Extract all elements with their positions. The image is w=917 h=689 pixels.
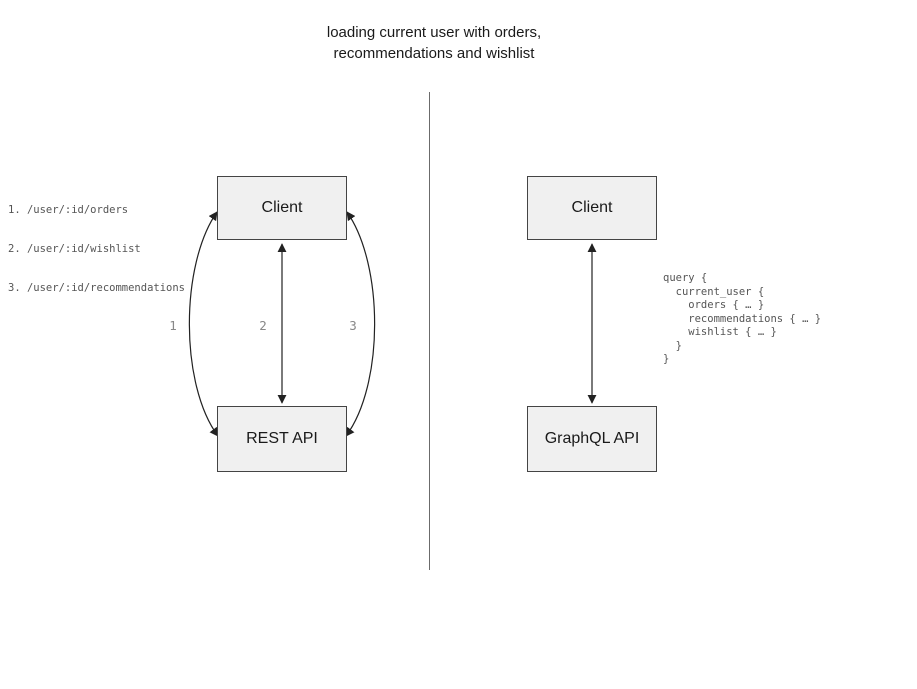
graphql-client-box: Client [527, 176, 657, 240]
rest-arrow-label-3: 3 [349, 318, 357, 333]
diagram-title-line1: loading current user with orders, [326, 24, 542, 41]
panel-divider-line [429, 92, 430, 570]
rest-client-box: Client [217, 176, 347, 240]
rest-endpoint-1: 1. /user/:id/orders [8, 204, 129, 216]
graphql-api-box: GraphQL API [527, 406, 657, 472]
diagram-title-line2: recommendations and wishlist [333, 45, 535, 62]
rest-api-label: REST API [246, 430, 318, 447]
rest-endpoint-list: 1. /user/:id/orders 2. /user/:id/wishlis… [8, 178, 185, 308]
diagram-title: loading current user with orders, recomm… [0, 22, 868, 64]
rest-arrow-1-curve [188, 211, 219, 437]
graphql-api-label: GraphQL API [544, 430, 640, 447]
rest-arrow-label-2: 2 [259, 318, 267, 333]
graphql-query-snippet: query { current_user { orders { … } reco… [663, 272, 822, 365]
rest-client-label: Client [261, 199, 303, 216]
rest-endpoint-3: 3. /user/:id/recommendations [8, 282, 186, 294]
rest-api-box: REST API [217, 406, 347, 472]
rest-endpoint-2: 2. /user/:id/wishlist [8, 243, 141, 255]
rest-arrow-label-1: 1 [169, 318, 177, 333]
graphql-client-label: Client [571, 199, 613, 216]
